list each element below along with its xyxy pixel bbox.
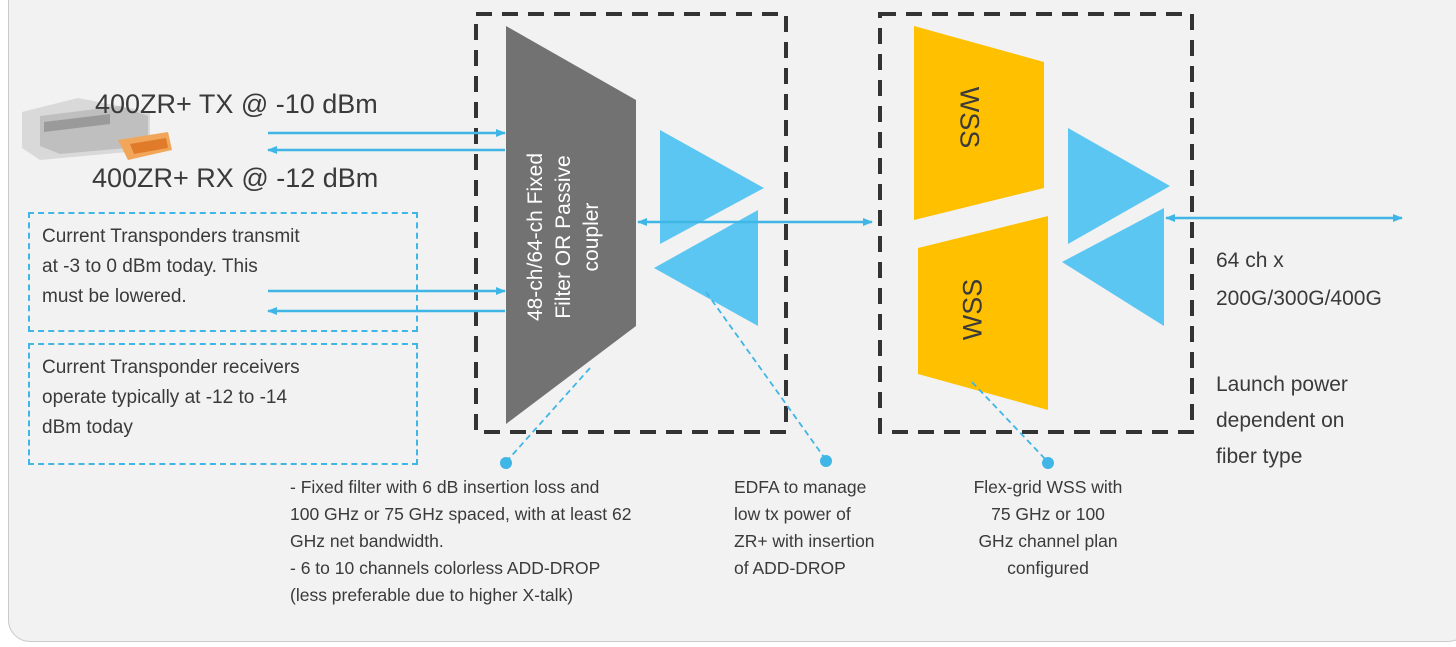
edfa-note-line: low tx power of [734, 504, 851, 524]
preamplifier [1062, 208, 1164, 326]
receive-callout-line: operate typically at -12 to -14 [42, 387, 288, 408]
transmit-callout-line: Current Transponders transmit [42, 226, 300, 247]
launch-power-label: fiber type [1216, 445, 1303, 468]
wss-note-leader [971, 381, 1049, 463]
fixed-filter-block [506, 26, 636, 424]
transmit-callout: Current Transponders transmit at -3 to 0… [28, 212, 418, 332]
edfa-amplifier-rx [654, 210, 758, 326]
edfa-note-line: EDFA to manage [734, 477, 867, 497]
channel-count-label: 64 ch x [1216, 249, 1284, 272]
edfa-amplifier-tx [660, 130, 764, 244]
wss-note-dot [1042, 457, 1054, 469]
edfa-note-leader [705, 291, 827, 461]
wss-block-bottom [918, 216, 1048, 410]
wss-note-line: GHz channel plan [978, 531, 1118, 551]
wss-block-top [914, 26, 1044, 220]
filter-note-line: GHz net bandwidth. [290, 531, 444, 551]
receive-callout-line: Current Transponder receivers [42, 357, 300, 378]
wss-top-label: WSS [954, 86, 985, 149]
transmit-callout-line: must be lowered. [42, 286, 187, 307]
edfa-note-dot [820, 455, 832, 467]
filter-label-line: Filter OR Passive [552, 155, 575, 319]
edfa-note-line: of ADD-DROP [734, 558, 846, 578]
launch-power-label: dependent on [1216, 409, 1345, 432]
filter-note-line: 100 GHz or 75 GHz spaced, with at least … [290, 504, 632, 524]
edfa-note: EDFA to manage low tx power of ZR+ with … [734, 474, 875, 582]
filter-note-leader [505, 367, 591, 463]
wss-note-line: 75 GHz or 100 [991, 504, 1105, 524]
wss-bottom-label: WSS [957, 278, 988, 341]
slide-panel [8, 0, 1456, 642]
launch-power-label: Launch power [1216, 373, 1348, 396]
rx-power-label: 400ZR+ RX @ -12 dBm [92, 163, 379, 193]
wss-note-line: Flex-grid WSS with [973, 477, 1123, 497]
wss-module-boundary [878, 12, 1194, 434]
transmit-callout-line: at -3 to 0 dBm today. This [42, 256, 258, 277]
filter-label: 48-ch/64-ch Fixed Filter OR Passive coup… [522, 122, 612, 352]
filter-note-line: - 6 to 10 channels colorless ADD-DROP [290, 558, 601, 578]
filter-note: - Fixed filter with 6 dB insertion loss … [290, 474, 631, 609]
transceiver-module-icon [22, 98, 172, 160]
tx-power-label: 400ZR+ TX @ -10 dBm [95, 89, 378, 119]
edfa-note-line: ZR+ with insertion [734, 531, 875, 551]
wss-note: Flex-grid WSS with 75 GHz or 100 GHz cha… [948, 474, 1148, 582]
booster-amplifier [1068, 128, 1170, 244]
wss-note-line: configured [1007, 558, 1089, 578]
filter-note-dot [500, 457, 512, 469]
filter-label-line: coupler [580, 202, 603, 272]
filter-note-line: - Fixed filter with 6 dB insertion loss … [290, 477, 600, 497]
channel-rate-label: 200G/300G/400G [1216, 287, 1382, 310]
receive-callout-line: dBm today [42, 417, 133, 438]
filter-note-line: (less preferable due to higher X-talk) [290, 585, 574, 605]
receive-callout: Current Transponder receivers operate ty… [28, 343, 418, 465]
filter-label-line: 48-ch/64-ch Fixed [524, 152, 547, 322]
